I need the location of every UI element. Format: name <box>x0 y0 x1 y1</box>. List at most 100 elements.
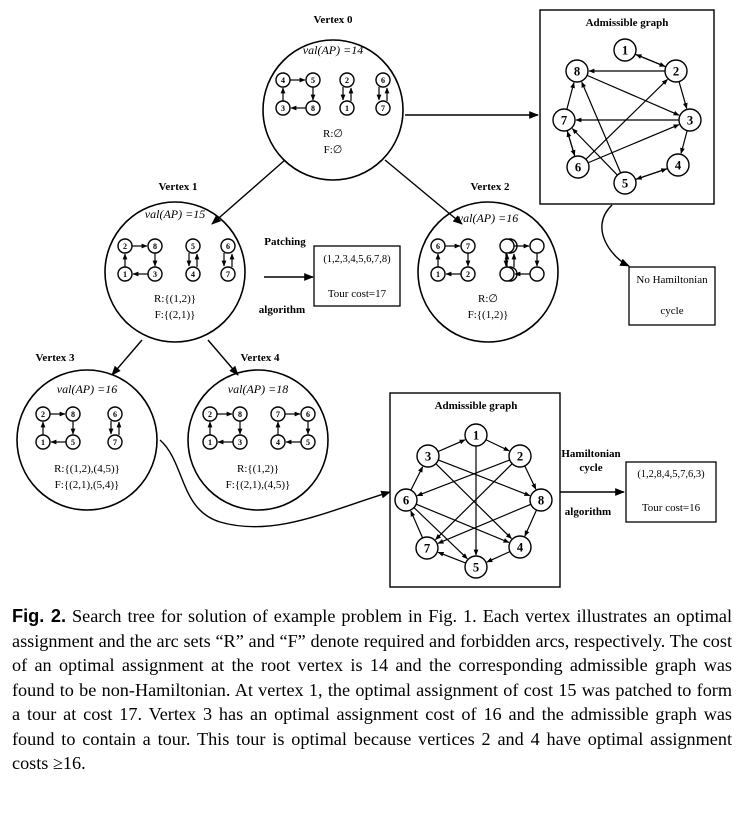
cycle-label: cycle <box>579 462 602 474</box>
subtour-node: 1 <box>339 100 355 116</box>
subtour-node: 8 <box>147 238 163 254</box>
arc <box>585 78 668 160</box>
svg-text:6: 6 <box>226 242 230 251</box>
svg-text:1: 1 <box>622 44 628 58</box>
required-arcs: R:{(1,2),(4,5)} <box>54 463 120 475</box>
subtour-node: 7 <box>220 266 236 282</box>
svg-text:6: 6 <box>403 494 409 508</box>
vertex-2: Vertex 2 val(AP) =16 R:∅ F:{(1,2)} <box>417 181 559 343</box>
svg-text:1: 1 <box>41 438 45 447</box>
graph-node-8: 8 <box>529 488 553 512</box>
subtour-node: 7 <box>107 434 123 450</box>
algorithm-label: algorithm <box>565 506 611 518</box>
graph-node-1: 1 <box>613 38 637 62</box>
arc <box>485 439 510 452</box>
graph-node-5: 5 <box>464 555 488 579</box>
subtour-node: 8 <box>65 406 81 422</box>
patching-label: Patching <box>264 236 306 248</box>
subtour-node: 1 <box>35 434 51 450</box>
hamiltonian-label: Hamiltonian <box>561 448 620 460</box>
arc <box>680 130 688 154</box>
tour-cost: Tour cost=17 <box>328 288 387 300</box>
arc <box>581 81 622 174</box>
graph-node-6: 6 <box>394 488 418 512</box>
svg-text:5: 5 <box>622 177 628 191</box>
subtour-node: 2 <box>35 406 51 422</box>
arc <box>566 82 575 110</box>
vertex-4: Vertex 4 val(AP) =18 R:{(1,2)} F:{(2,1),… <box>187 352 329 511</box>
arc <box>635 54 667 68</box>
graph-node-6: 6 <box>566 155 590 179</box>
subtour-node: 2 <box>460 266 476 282</box>
arc <box>486 551 511 563</box>
search-tree-figure: Vertex 0 val(AP) =14 R:∅ F:∅ Vertex 1 va… <box>16 9 717 588</box>
subtour-node <box>499 238 515 254</box>
subtour-node: 5 <box>185 238 201 254</box>
subtour-node: 1 <box>202 434 218 450</box>
val-ap: val(AP) =16 <box>57 382 117 396</box>
arc <box>437 439 466 453</box>
val-ap: val(AP) =14 <box>303 43 363 57</box>
vertex-title: Vertex 1 <box>159 181 198 193</box>
svg-text:8: 8 <box>574 65 580 79</box>
subtour-node: 6 <box>430 238 446 254</box>
svg-text:7: 7 <box>276 410 280 419</box>
arc <box>437 503 532 544</box>
subtour-node: 3 <box>232 434 248 450</box>
arc <box>678 81 688 110</box>
subtour-node: 4 <box>275 72 291 88</box>
svg-text:5: 5 <box>306 438 310 447</box>
svg-text:1: 1 <box>345 104 349 113</box>
subtour-node: 6 <box>220 238 236 254</box>
result-line: No Hamiltonian <box>636 274 708 286</box>
svg-text:6: 6 <box>113 410 117 419</box>
svg-text:7: 7 <box>113 438 117 447</box>
vertex-title: Vertex 2 <box>471 181 510 193</box>
arc <box>413 507 468 560</box>
forbidden-arcs: F:{(1,2)} <box>468 309 509 321</box>
arc <box>438 459 531 497</box>
svg-text:1: 1 <box>473 429 479 443</box>
tour-sequence: (1,2,3,4,5,6,7,8) <box>323 254 391 265</box>
vertex-title: Vertex 3 <box>36 352 75 364</box>
subtour-node: 3 <box>275 100 291 116</box>
svg-text:2: 2 <box>41 410 45 419</box>
subtour-node: 1 <box>430 266 446 282</box>
forbidden-arcs: F:{(2,1)} <box>155 309 196 321</box>
subtour-node: 8 <box>305 100 321 116</box>
svg-text:8: 8 <box>311 104 315 113</box>
graph-node-8: 8 <box>565 59 589 83</box>
val-ap: val(AP) =15 <box>145 207 205 221</box>
graph-node-2: 2 <box>664 59 688 83</box>
patching-result: Patching algorithm (1,2,3,4,5,6,7,8) Tou… <box>259 236 401 316</box>
graph-node-4: 4 <box>666 153 690 177</box>
subtour-node: 5 <box>305 72 321 88</box>
svg-text:1: 1 <box>436 270 440 279</box>
svg-text:4: 4 <box>517 541 524 555</box>
arc <box>571 128 618 176</box>
vertex-3: Vertex 3 val(AP) =16 R:{(1,2),(4,5)} F:{… <box>16 352 158 511</box>
svg-text:8: 8 <box>71 410 75 419</box>
graph-node-3: 3 <box>416 444 440 468</box>
svg-text:3: 3 <box>153 270 157 279</box>
svg-text:4: 4 <box>675 159 682 173</box>
svg-text:3: 3 <box>281 104 285 113</box>
subtour-node: 4 <box>185 266 201 282</box>
subtour-node: 4 <box>270 434 286 450</box>
svg-text:8: 8 <box>538 494 544 508</box>
figure-caption: Fig. 2. Search tree for solution of exam… <box>12 604 732 776</box>
svg-text:1: 1 <box>123 270 127 279</box>
svg-text:2: 2 <box>123 242 127 251</box>
result-line: cycle <box>660 305 683 317</box>
subtour-node: 6 <box>300 406 316 422</box>
svg-text:2: 2 <box>345 76 349 85</box>
graph-node-1: 1 <box>464 423 488 447</box>
subtour-node: 7 <box>375 100 391 116</box>
subtour-node: 8 <box>232 406 248 422</box>
svg-text:2: 2 <box>208 410 212 419</box>
svg-text:7: 7 <box>381 104 385 113</box>
forbidden-arcs: F:{(2,1),(5,4)} <box>55 479 120 491</box>
